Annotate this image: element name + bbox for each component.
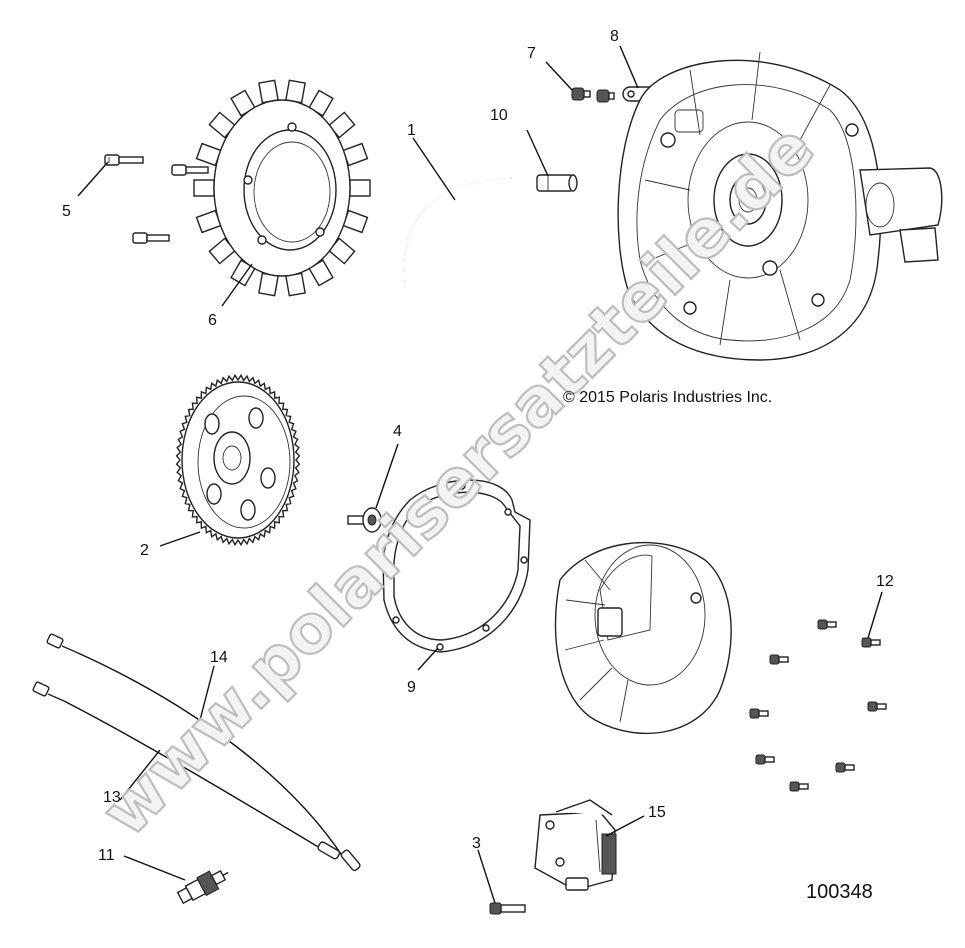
magneto-housing [617, 51, 943, 361]
flywheel-2 [175, 373, 301, 547]
screw-set-5 [104, 154, 209, 244]
sensor-cable-13 [32, 681, 341, 860]
bolt-set-12 [749, 619, 887, 792]
callout-4: 4 [393, 423, 402, 440]
callout-14: 14 [210, 649, 228, 666]
screw-3 [489, 902, 526, 915]
screws-7 [571, 87, 615, 103]
callout-12: 12 [876, 573, 894, 590]
callout-10: 10 [490, 107, 508, 124]
stator-tooth [349, 179, 371, 197]
stator-tooth [285, 272, 306, 297]
callout-6: 6 [208, 312, 217, 329]
sleeve-10 [536, 174, 578, 192]
stator-tooth [193, 179, 215, 197]
stator-tooth [258, 272, 279, 297]
callout-7: 7 [527, 45, 536, 62]
bolt-4 [347, 507, 382, 533]
callout-labels: 1 2 3 4 5 6 7 8 9 10 11 12 13 14 15 [62, 28, 894, 864]
stator-cover [554, 541, 732, 735]
stator-tooth [285, 79, 306, 104]
sensor-cable-14 [46, 633, 361, 872]
callout-1: 1 [407, 122, 416, 139]
callout-9: 9 [407, 679, 416, 696]
callout-11: 11 [98, 847, 115, 864]
callout-3: 3 [472, 835, 481, 852]
callout-15: 15 [648, 804, 666, 821]
gasket-9 [382, 479, 531, 653]
copyright-notice: © 2015 Polaris Industries Inc. [563, 389, 772, 406]
callout-8: 8 [610, 28, 619, 45]
callout-5: 5 [62, 203, 71, 220]
regulator-15 [534, 799, 617, 891]
wire-1 [403, 177, 513, 288]
callout-13: 13 [103, 789, 121, 806]
spark-plug-11 [176, 869, 229, 905]
stator-tooth [258, 79, 279, 104]
figure-number: 100348 [806, 881, 873, 903]
leader-lines [77, 45, 883, 904]
stator-6 [193, 79, 371, 297]
callout-2: 2 [140, 542, 149, 559]
